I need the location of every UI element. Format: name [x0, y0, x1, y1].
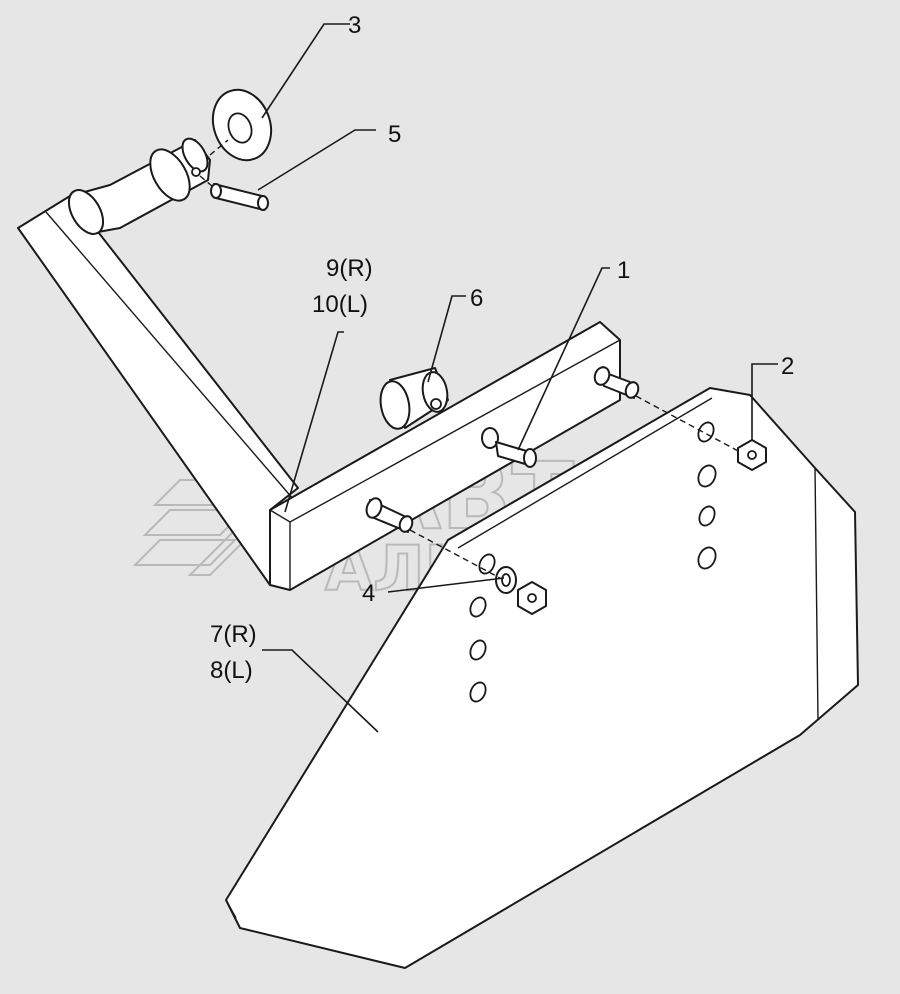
- leader-lines: [257, 23, 778, 733]
- buffer-6: [379, 367, 449, 430]
- stud-upper: [593, 366, 640, 399]
- callout-6: 6: [470, 285, 483, 312]
- callout-8l: 8(L): [210, 657, 253, 684]
- washer-4: [495, 566, 517, 594]
- callout-9r: 9(R): [326, 255, 373, 282]
- callout-1: 1: [617, 257, 630, 284]
- nut-lower: [517, 581, 547, 615]
- plate-7-8: [225, 387, 859, 969]
- arm-9-10: [17, 137, 640, 591]
- pin-5: [210, 183, 269, 211]
- washer-3: [211, 88, 273, 162]
- callout-10l: 10(L): [312, 291, 368, 318]
- bolt-1: [481, 427, 537, 468]
- callout-7r: 7(R): [210, 621, 257, 648]
- stud-lower: [365, 497, 414, 533]
- callout-5: 5: [388, 121, 401, 148]
- nut-2: [737, 439, 767, 471]
- callout-3: 3: [348, 12, 361, 39]
- callout-4: 4: [362, 580, 375, 607]
- callout-2: 2: [781, 353, 794, 380]
